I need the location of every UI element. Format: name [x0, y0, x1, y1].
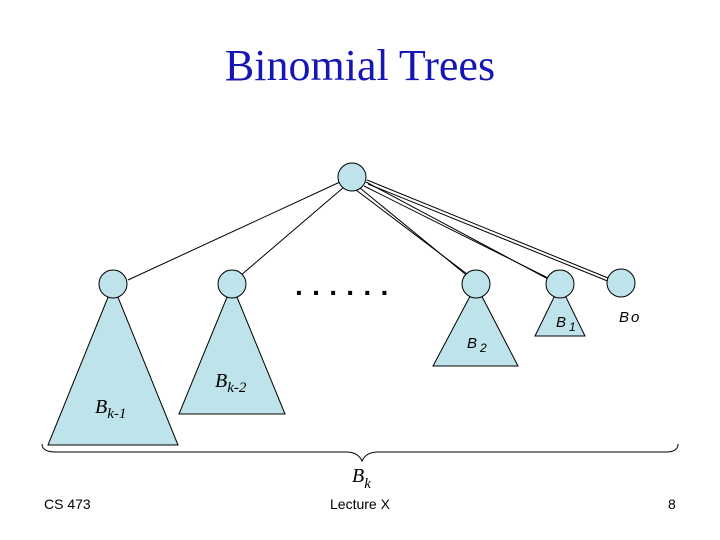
label-bk: Bk [352, 465, 371, 492]
root-node [337, 162, 367, 192]
edge-root-b0 [366, 179, 609, 279]
footer-course: CS 473 [44, 496, 91, 512]
node-b2-root [461, 269, 491, 299]
label-b1-sub: 1 [569, 320, 576, 334]
edge-root-b1-b [365, 181, 551, 281]
label-b0: Bo [619, 309, 641, 326]
label-b2-base: B [467, 335, 477, 352]
label-b2-sub: 2 [479, 341, 487, 355]
label-bk1: Bk-1 [95, 396, 126, 422]
subtree-bk2-triangle [178, 283, 286, 415]
label-bk1-base: B [95, 396, 107, 418]
label-bk-base: B [352, 465, 364, 487]
label-bk2: Bk-2 [215, 370, 247, 396]
footer-page-number: 8 [668, 496, 676, 512]
tree-edges [127, 179, 611, 283]
node-b0 [606, 268, 636, 298]
subtree-b1-triangle [534, 283, 586, 337]
edge-root-b2-b [359, 187, 471, 279]
node-bk1-root [98, 269, 128, 299]
node-bk2-root [217, 269, 247, 299]
slide-title: Binomial Trees [224, 41, 496, 90]
node-b1-root [545, 269, 575, 299]
label-b1-base: B [556, 314, 566, 331]
edge-root-b0-b [367, 183, 611, 283]
edge-root-bk1 [127, 181, 341, 281]
footer-lecture: Lecture X [330, 496, 390, 512]
ellipsis: · · · · · · [295, 277, 390, 308]
label-bk2-sub: k-2 [227, 380, 247, 396]
subtree-bk1-triangle [47, 283, 179, 446]
edge-root-bk2 [239, 186, 345, 277]
subtree-b2-triangle [432, 283, 519, 367]
label-bk1-sub: k-1 [107, 406, 126, 422]
bk-brace [41, 443, 679, 463]
label-bk-sub: k [364, 476, 371, 492]
label-bk2-base: B [215, 370, 227, 392]
